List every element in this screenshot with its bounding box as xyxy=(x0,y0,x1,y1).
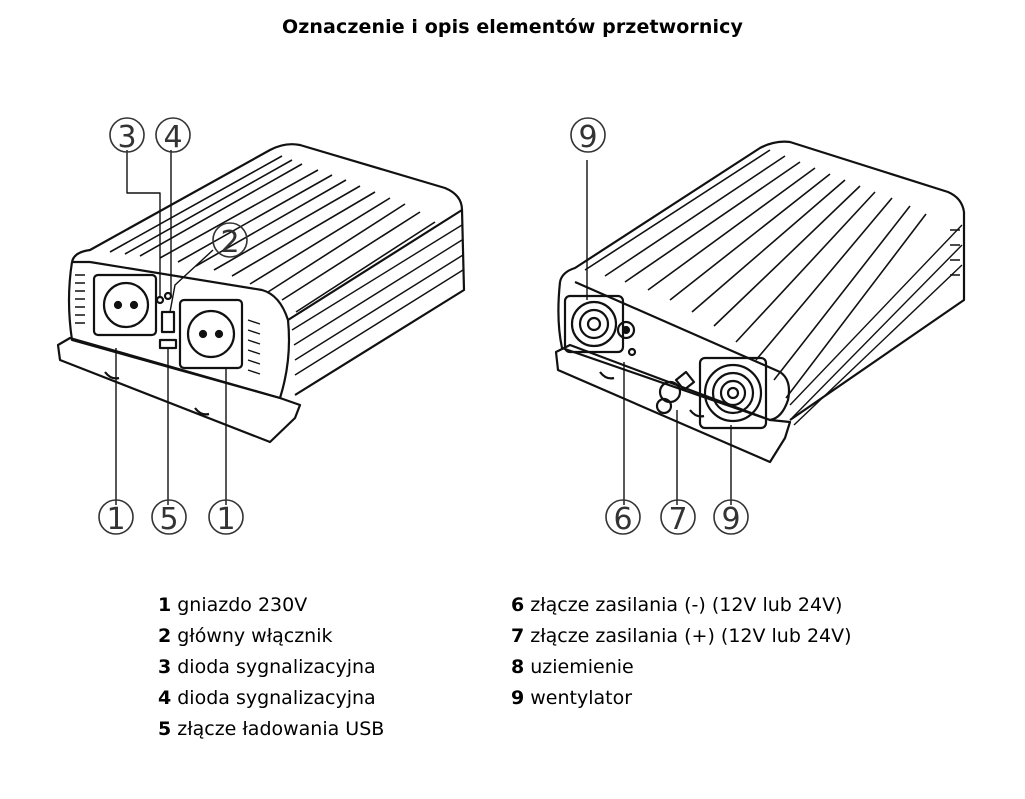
callout-4: 4 xyxy=(163,120,182,155)
left-callouts: 3 4 2 1 5 1 xyxy=(106,120,239,537)
legend-num: 7 xyxy=(511,625,525,647)
callout-6: 6 xyxy=(613,502,632,537)
callout-1b: 1 xyxy=(216,502,235,537)
callout-9-bottom: 9 xyxy=(721,502,740,537)
page-title: Oznaczenie i opis elementów przetwornicy xyxy=(282,16,743,38)
legend-text: dioda sygnalizacyjna xyxy=(177,687,376,709)
callout-3: 3 xyxy=(117,120,136,155)
legend-num: 9 xyxy=(511,687,525,709)
legend-text: wentylator xyxy=(530,687,633,709)
legend-text: złącze ładowania USB xyxy=(177,718,385,740)
callout-5: 5 xyxy=(159,502,178,537)
callout-2: 2 xyxy=(220,225,239,260)
legend-num: 8 xyxy=(511,656,525,678)
legend-text: dioda sygnalizacyjna xyxy=(177,656,376,678)
legend-text: główny włącznik xyxy=(177,625,333,647)
legend-text: złącze zasilania (-) (12V lub 24V) xyxy=(530,594,843,616)
right-callouts: 9 6 7 9 xyxy=(578,120,740,537)
legend-num: 2 xyxy=(158,625,172,647)
legend-num: 3 xyxy=(158,656,172,678)
legend-text: złącze zasilania (+) (12V lub 24V) xyxy=(530,625,852,647)
inverter-rear-view xyxy=(554,140,966,505)
legend-num: 1 xyxy=(158,594,172,616)
legend-text: gniazdo 230V xyxy=(177,594,308,616)
callout-9-top: 9 xyxy=(578,120,597,155)
legend-num: 5 xyxy=(158,718,172,740)
callout-1a: 1 xyxy=(106,502,125,537)
callout-7: 7 xyxy=(668,502,687,537)
legend-num: 6 xyxy=(511,594,525,616)
legend-text: uziemienie xyxy=(530,656,634,678)
legend-num: 4 xyxy=(158,687,172,709)
inverter-front-view xyxy=(56,143,466,505)
callout-rings xyxy=(98,117,749,535)
